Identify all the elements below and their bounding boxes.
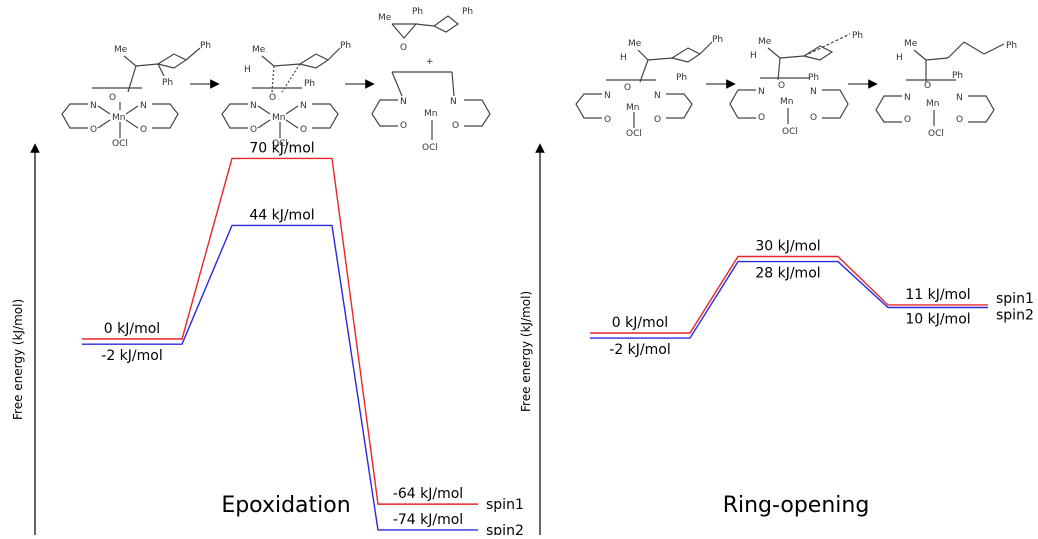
svg-text:O: O bbox=[778, 81, 785, 91]
energy-label-spin1-1: 70 kJ/mol bbox=[249, 140, 314, 156]
panel-title-epoxidation: Epoxidation bbox=[221, 493, 350, 518]
svg-text:O: O bbox=[300, 125, 307, 135]
energy-label-spin2-1: 44 kJ/mol bbox=[249, 207, 314, 223]
svg-text:Ph: Ph bbox=[1006, 41, 1017, 51]
structure-ring-reactant: Me H Ph Ph O N N Mn O O OCl bbox=[575, 35, 723, 139]
y-axis-label-right: Free energy (kJ/mol) bbox=[519, 291, 533, 412]
svg-text:Me: Me bbox=[378, 13, 392, 23]
svg-text:Ph: Ph bbox=[200, 41, 211, 51]
y-axis-label-left: Free energy (kJ/mol) bbox=[11, 299, 25, 420]
structure-epox-reactant: Me Ph Ph O N N Mn O O OCl bbox=[61, 41, 211, 149]
svg-text:OCl: OCl bbox=[928, 129, 944, 139]
svg-text:Ph: Ph bbox=[412, 7, 423, 17]
svg-text:N: N bbox=[758, 87, 765, 97]
svg-text:O: O bbox=[140, 125, 147, 135]
svg-text:OCl: OCl bbox=[782, 127, 798, 137]
svg-text:Ph: Ph bbox=[712, 35, 723, 45]
svg-text:O: O bbox=[250, 125, 257, 135]
structure-ring-product: Me H Ph Ph O N N Mn O O OCl bbox=[875, 39, 1017, 139]
series-name-spin1: spin1 bbox=[996, 291, 1034, 307]
energy-label-spin2-1: 28 kJ/mol bbox=[755, 266, 820, 282]
svg-text:O: O bbox=[400, 43, 407, 53]
svg-text:O: O bbox=[400, 121, 407, 131]
svg-text:N: N bbox=[450, 97, 457, 107]
svg-text:N: N bbox=[654, 91, 661, 101]
svg-text:Me: Me bbox=[758, 37, 772, 47]
svg-text:Mn: Mn bbox=[780, 97, 793, 107]
svg-text:O: O bbox=[624, 83, 631, 93]
panel-title-ring-opening: Ring-opening bbox=[723, 493, 870, 518]
svg-text:O: O bbox=[269, 93, 276, 103]
svg-text:Ph: Ph bbox=[340, 41, 351, 51]
svg-text:N: N bbox=[400, 97, 407, 107]
energy-label-spin1-2: -64 kJ/mol bbox=[393, 486, 463, 502]
structure-ring-ts: Me H Ph Ph O N N Mn O O OCl bbox=[729, 31, 863, 137]
energy-label-spin1-1: 30 kJ/mol bbox=[755, 239, 820, 255]
svg-text:O: O bbox=[109, 93, 116, 103]
svg-text:Ph: Ph bbox=[952, 71, 963, 81]
energy-label-spin2-0: -2 kJ/mol bbox=[101, 348, 162, 364]
energy-line-spin2 bbox=[82, 224, 478, 531]
series-name-spin1: spin1 bbox=[486, 497, 524, 513]
svg-text:O: O bbox=[604, 115, 611, 125]
svg-text:OCl: OCl bbox=[626, 129, 642, 139]
svg-text:O: O bbox=[654, 115, 661, 125]
svg-text:Mn: Mn bbox=[424, 109, 437, 119]
svg-text:Mn: Mn bbox=[926, 99, 939, 109]
svg-text:O: O bbox=[758, 113, 765, 123]
svg-text:N: N bbox=[810, 87, 817, 97]
svg-text:+: + bbox=[426, 57, 434, 67]
series-name-spin2: spin2 bbox=[996, 308, 1034, 324]
svg-text:Ph: Ph bbox=[676, 73, 687, 83]
svg-text:O: O bbox=[90, 125, 97, 135]
energy-line-spin2 bbox=[590, 260, 988, 339]
svg-text:Mn: Mn bbox=[112, 113, 125, 123]
structure-epox-product: Me O Ph Ph + N N Mn O O OCl bbox=[371, 7, 491, 153]
energy-line-spin1 bbox=[82, 157, 478, 505]
energy-label-spin1-0: 0 kJ/mol bbox=[612, 315, 668, 331]
energy-label-spin2-0: -2 kJ/mol bbox=[609, 342, 670, 358]
energy-label-spin1-0: 0 kJ/mol bbox=[104, 321, 160, 337]
structure-epox-ts: Me H Ph Ph O N N Mn O O OCl bbox=[221, 41, 351, 149]
svg-text:N: N bbox=[90, 101, 97, 111]
svg-text:H: H bbox=[620, 53, 627, 63]
svg-text:O: O bbox=[956, 115, 963, 125]
svg-text:Me: Me bbox=[252, 45, 266, 55]
svg-text:O: O bbox=[904, 115, 911, 125]
svg-text:N: N bbox=[300, 101, 307, 111]
svg-text:OCl: OCl bbox=[422, 143, 438, 153]
epoxidation-profile: 0 kJ/mol 70 kJ/mol -64 kJ/mol spin1 -2 kJ/mo… bbox=[82, 140, 524, 539]
svg-text:OCl: OCl bbox=[112, 139, 128, 149]
svg-text:N: N bbox=[904, 93, 911, 103]
svg-text:Ph: Ph bbox=[162, 78, 173, 88]
svg-text:O: O bbox=[810, 113, 817, 123]
svg-text:OCl: OCl bbox=[272, 139, 288, 149]
svg-text:N: N bbox=[250, 101, 257, 111]
svg-text:O: O bbox=[452, 121, 459, 131]
ring-opening-profile: 0 kJ/mol 30 kJ/mol 11 kJ/mol spin1 -2 kJ/mol… bbox=[590, 239, 1034, 358]
svg-text:Mn: Mn bbox=[626, 103, 639, 113]
svg-text:N: N bbox=[140, 101, 147, 111]
energy-line-spin1 bbox=[590, 255, 988, 334]
energy-label-spin1-2: 11 kJ/mol bbox=[905, 287, 970, 303]
svg-text:O: O bbox=[924, 81, 931, 91]
svg-text:N: N bbox=[604, 91, 611, 101]
svg-text:Ph: Ph bbox=[852, 31, 863, 41]
svg-text:Ph: Ph bbox=[304, 79, 315, 89]
energy-label-spin2-2: 10 kJ/mol bbox=[905, 312, 970, 328]
svg-text:Me: Me bbox=[114, 45, 128, 55]
svg-text:H: H bbox=[896, 53, 903, 63]
svg-text:H: H bbox=[244, 65, 251, 75]
svg-text:Me: Me bbox=[628, 39, 642, 49]
svg-text:H: H bbox=[750, 51, 757, 61]
series-name-spin2: spin2 bbox=[486, 523, 524, 535]
svg-text:Me: Me bbox=[904, 39, 918, 49]
svg-text:Ph: Ph bbox=[462, 7, 473, 17]
energy-label-spin2-2: -74 kJ/mol bbox=[393, 512, 463, 528]
svg-text:Ph: Ph bbox=[808, 73, 819, 83]
svg-text:N: N bbox=[956, 93, 963, 103]
svg-text:Mn: Mn bbox=[272, 113, 285, 123]
